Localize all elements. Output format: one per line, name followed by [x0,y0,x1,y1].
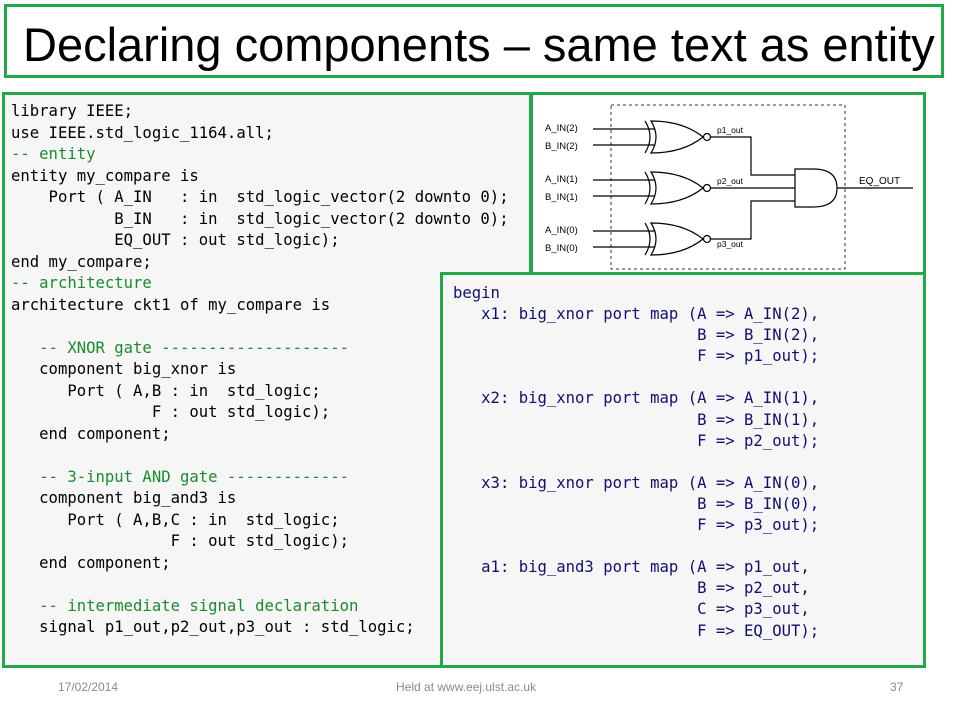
code-line: F => p1_out); [453,347,820,366]
footer-date: 17/02/2014 [58,680,119,694]
label-b-in-1: B_IN(1) [545,192,578,203]
code-line: end component; [11,553,509,575]
code-line: x1: big_xnor port map (A => A_IN(2), [453,305,820,324]
code-token: Port ( A_IN : in std_logic_vector(2 down… [11,188,509,206]
code-line: -- 3-input AND gate ------------- [11,467,509,489]
code-line: Port ( A,B : in std_logic; [11,381,509,403]
code-line [453,536,819,557]
code-token: -- 3-input AND gate ------------- [11,467,349,486]
code-line: -- architecture [11,273,509,295]
circuit-diagram: A_IN(2) B_IN(2) A_IN(1) B_IN(1) A_IN(0) … [545,104,913,270]
code-token: architecture ckt1 of my_compare is [11,295,331,314]
code-line: Port ( A,B,C : in std_logic; [11,510,509,532]
code-token: library IEEE; [11,102,134,120]
label-b-in-2: B_IN(2) [545,141,578,152]
label-p3-out: p3_out [717,239,744,249]
code-line: architecture ckt1 of my_compare is [11,295,509,317]
code-line: component big_xnor is [11,359,509,381]
circuit-diagram-panel: A_IN(2) B_IN(2) A_IN(1) B_IN(1) A_IN(0) … [530,92,926,278]
code-line: -- intermediate signal declaration [11,596,509,618]
code-token: end my_compare; [11,252,152,271]
and3-gate [794,168,838,208]
code-line: end component; [11,424,509,446]
label-a-in-0: A_IN(0) [545,225,578,236]
code-line: B => B_IN(1), [453,410,820,429]
code-line: end ckt1; [453,663,819,665]
code-line: F => p2_out); [453,431,820,450]
code-token: B_IN : in std_logic_vector(2 downto 0); [11,209,509,228]
label-b-in-0: B_IN(0) [545,243,578,254]
code-line [11,574,509,596]
code-token: F : out std_logic); [11,532,349,550]
code-line: x3: big_xnor port map (A => A_IN(0), [453,473,820,492]
code-token: -- XNOR gate -------------------- [11,338,349,357]
code-line [453,642,819,663]
code-line: F : out std_logic); [11,531,509,553]
code-line: library IEEE; [11,101,509,123]
code-line: B => B_IN(0), [453,494,820,513]
label-eq-out: EQ_OUT [859,176,900,187]
code-line: entity my_compare is [11,166,509,188]
code-token: Port ( A,B,C : in std_logic; [11,510,340,529]
code-line: component big_and3 is [11,488,509,510]
code-line: a1: big_and3 port map (A => p1_out, [453,558,810,577]
code-token: entity my_compare is [11,166,199,185]
code-line: Port ( A_IN : in std_logic_vector(2 down… [11,187,509,209]
label-a-in-2: A_IN(2) [545,123,578,134]
code-block-port-map: begin x1: big_xnor port map (A => A_IN(2… [453,283,820,665]
code-token: Port ( A,B : in std_logic; [11,381,321,400]
label-p1-out: p1_out [717,125,744,135]
code-token: -- architecture [11,274,152,292]
code-line: use IEEE.std_logic_1164.all; [11,123,509,145]
xnor-gate-1 [644,120,712,154]
code-line: x2: big_xnor port map (A => A_IN(1), [453,389,820,408]
code-panel-architecture: begin x1: big_xnor port map (A => A_IN(2… [440,272,926,668]
code-block-entity: library IEEE; use IEEE.std_logic_1164.all… [11,101,509,639]
code-line: F : out std_logic); [11,402,509,424]
code-line: B => B_IN(2), [453,326,820,345]
code-line [453,367,819,388]
code-line: B => p2_out, [453,579,810,598]
code-line: B_IN : in std_logic_vector(2 downto 0); [11,209,509,231]
code-line: begin [453,284,500,302]
code-line: F => p3_out); [453,516,820,535]
code-token: use IEEE.std_logic_1164.all; [11,123,274,142]
code-token: end component; [11,553,171,572]
code-line [453,452,819,473]
code-token: -- intermediate signal declaration [11,596,359,615]
code-token: F : out std_logic); [11,403,331,421]
code-line: F => EQ_OUT); [453,621,820,640]
code-token: component big_and3 is [11,489,237,507]
code-line [11,316,509,338]
label-p2-out: p2_out [717,176,744,186]
code-line: end my_compare; [11,252,509,274]
code-line: signal p1_out,p2_out,p3_out : std_logic; [11,617,509,639]
code-token: end component; [11,424,171,443]
code-line [11,445,509,467]
code-token: signal p1_out,p2_out,p3_out : std_logic; [11,618,415,636]
page-number: 37 [890,680,904,694]
slide-title: Declaring components – same text as enti… [23,18,935,71]
footer-site: Held at www.eej.ulst.ac.uk [396,680,537,694]
code-token: -- entity [11,145,96,163]
title-box: Declaring components – same text as enti… [4,4,944,78]
code-line: C => p3_out, [453,600,810,619]
xnor-gate-3 [644,222,712,256]
label-a-in-1: A_IN(1) [545,174,578,185]
xnor-gate-2 [644,171,712,205]
code-token: component big_xnor is [11,360,237,378]
code-line: -- entity [11,144,509,166]
code-token: EQ_OUT : out std_logic); [11,231,340,249]
code-line: -- XNOR gate -------------------- [11,338,509,360]
code-line: EQ_OUT : out std_logic); [11,230,509,252]
